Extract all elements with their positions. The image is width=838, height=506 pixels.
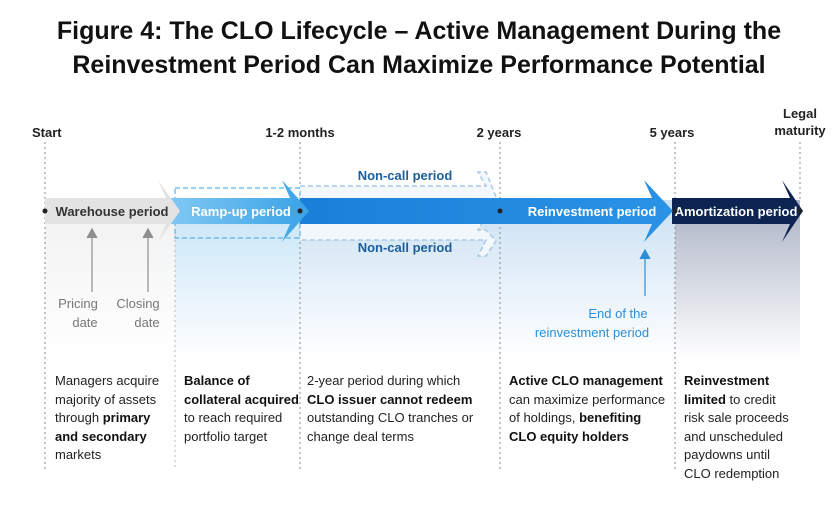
title-line-2: Reinvestment Period Can Maximize Perform… [72, 51, 766, 79]
label-1-2-months: 1-2 months [265, 125, 334, 140]
timeline-dot-5-years [672, 208, 678, 214]
warehouse-desc-line-3: through primary [55, 410, 151, 425]
label-legal-maturity-2: maturity [774, 123, 826, 138]
reinvestment-desc-line-3: of holdings, benefiting [509, 410, 642, 425]
warehouse-description: Managers acquire majority of assets thro… [55, 372, 159, 465]
label-start: Start [32, 125, 62, 140]
label-5-years: 5 years [650, 125, 695, 140]
warehouse-arrow [45, 180, 180, 242]
end-reinvestment-label-2: reinvestment period [535, 325, 649, 340]
pricing-date-arrowhead [86, 227, 98, 239]
title-line-1: Figure 4: The CLO Lifecycle – Active Man… [56, 17, 782, 45]
warehouse-period-label: Warehouse period [56, 204, 169, 219]
amortization-period-label: Amortization period [675, 204, 798, 219]
reinvestment-desc-line-2: can maximize performance [509, 391, 666, 407]
non-call-description: 2-year period during which CLO issuer ca… [307, 372, 473, 446]
pricing-date-label-1: Pricing [58, 296, 98, 311]
non-call-label-top: Non-call period [358, 168, 453, 183]
reinvestment-desc-line-1: Active CLO management [509, 373, 663, 388]
end-reinvestment-label-1: End of the [588, 306, 647, 321]
reinvestment-desc-line-4: CLO equity holders [509, 428, 629, 444]
label-legal-maturity-1: Legal [783, 106, 817, 121]
closing-date-arrowhead [142, 227, 154, 239]
warehouse-desc-line-2: majority of assets [55, 391, 157, 407]
ramp-up-arrow [170, 180, 309, 242]
ramp-up-desc-line-3: to reach required [184, 410, 283, 425]
warehouse-desc-line-5: markets [55, 447, 102, 462]
ramp-up-desc-line-1: Balance of [184, 373, 250, 388]
non-call-label-bottom: Non-call period [358, 240, 453, 255]
amortization-arrow [672, 180, 803, 242]
ramp-up-column [175, 200, 300, 360]
closing-date-label-1: Closing [116, 296, 159, 311]
end-reinvestment-arrowhead [639, 248, 651, 260]
non-call-desc-line-3: outstanding CLO tranches or [307, 410, 474, 425]
reinvestment-arrow [300, 180, 673, 242]
ramp-up-desc-line-4: portfolio target [184, 428, 268, 444]
warehouse-column [45, 200, 175, 360]
ramp-up-description: Balance of collateral acquired to reach … [184, 372, 299, 446]
non-call-arrow-bottom [300, 215, 497, 257]
warehouse-desc-line-1: Managers acquire [55, 373, 160, 388]
timeline-dot-2-years [497, 208, 503, 214]
figure-title: Figure 4: The CLO Lifecycle – Active Man… [0, 14, 838, 82]
timeline-dot-legal-maturity [797, 208, 803, 214]
timeline-dot-start [42, 208, 48, 214]
amortization-desc-line-2: limited to credit [684, 391, 776, 407]
amortization-desc-line-3: risk sale proceeds [684, 410, 789, 425]
amortization-desc-line-1: Reinvestment [684, 373, 770, 388]
ramp-up-desc-line-2: collateral acquired [184, 391, 299, 407]
amortization-desc-line-5: paydowns until [684, 447, 770, 462]
reinvestment-description: Active CLO management can maximize perfo… [509, 372, 665, 446]
amortization-description: Reinvestment limited to credit risk sale… [684, 372, 789, 483]
ramp-up-period-label: Ramp-up period [191, 204, 291, 219]
non-call-desc-line-4: change deal terms [307, 428, 414, 444]
non-call-desc-line-2: CLO issuer cannot redeem [307, 391, 473, 407]
warehouse-desc-line-4: and secondary [55, 428, 147, 444]
reinvestment-period-label: Reinvestment period [528, 204, 657, 219]
closing-date-label-2: date [134, 315, 159, 330]
timeline-dot-1-2-months [297, 208, 303, 214]
amortization-desc-line-4: and unscheduled [684, 428, 784, 444]
amortization-desc-line-6: CLO redemption [684, 465, 780, 481]
amortization-column [675, 200, 800, 360]
non-call-desc-line-1: 2-year period during which [307, 373, 461, 388]
pricing-date-label-2: date [72, 315, 97, 330]
label-2-years: 2 years [477, 125, 522, 140]
reinvestment-column [500, 200, 675, 360]
